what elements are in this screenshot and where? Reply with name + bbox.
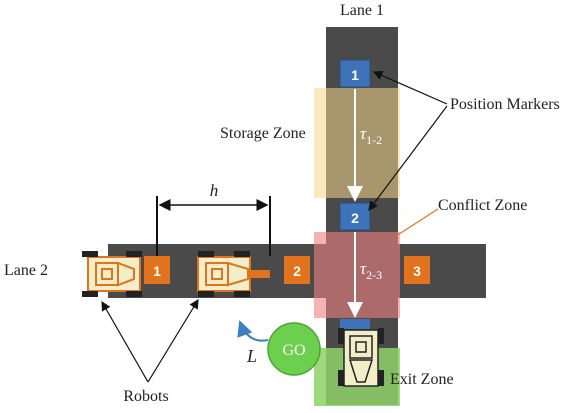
pointer-robot-2 [147, 298, 199, 383]
lane1-marker-1-label: 1 [351, 67, 359, 83]
position-markers-label: Position Markers [450, 96, 560, 113]
pointer-conflict-zone [395, 208, 439, 237]
storage-zone-area [314, 88, 400, 198]
tau23-base: τ [360, 259, 367, 278]
l-curved-arrow [237, 320, 269, 342]
exit-zone-label: Exit Zone [390, 371, 454, 388]
tau23-label: τ2-3 [360, 259, 382, 282]
pointer-marker-2 [368, 105, 448, 211]
robot-2 [197, 251, 270, 297]
lane1-marker-1 [339, 59, 371, 88]
conflict-zone-area [314, 232, 400, 318]
tau23-sub: 2-3 [366, 268, 382, 282]
pointer-marker-1 [372, 70, 448, 105]
tau12-base: τ [360, 124, 367, 143]
lane2-marker-1 [144, 256, 170, 284]
lane2-marker-2-label: 2 [293, 263, 301, 279]
conflict-zone-label: Conflict Zone [438, 197, 527, 214]
robots-label: Robots [123, 388, 168, 405]
lane2-marker-3-label: 3 [413, 263, 421, 279]
lane2-marker-1-label: 1 [153, 263, 161, 279]
lane2-label: Lane 2 [4, 262, 48, 279]
lane2-marker-2 [284, 256, 310, 284]
tau12-label: τ1-2 [360, 124, 382, 147]
lane1-marker-2 [339, 202, 371, 231]
lane1-marker-2-label: 2 [351, 210, 359, 226]
lane1-label: Lane 1 [340, 2, 384, 19]
go-button [267, 322, 321, 376]
l-label: L [246, 346, 257, 366]
exit-robot [338, 328, 384, 387]
robot-1 [82, 251, 142, 297]
pointer-robot-1 [101, 300, 149, 383]
h-label: h [210, 181, 219, 200]
go-label: GO [282, 342, 305, 359]
exit-marker [340, 319, 370, 329]
lane2-marker-3 [404, 256, 430, 284]
tau12-sub: 1-2 [366, 133, 382, 147]
storage-zone-label: Storage Zone [220, 125, 306, 142]
